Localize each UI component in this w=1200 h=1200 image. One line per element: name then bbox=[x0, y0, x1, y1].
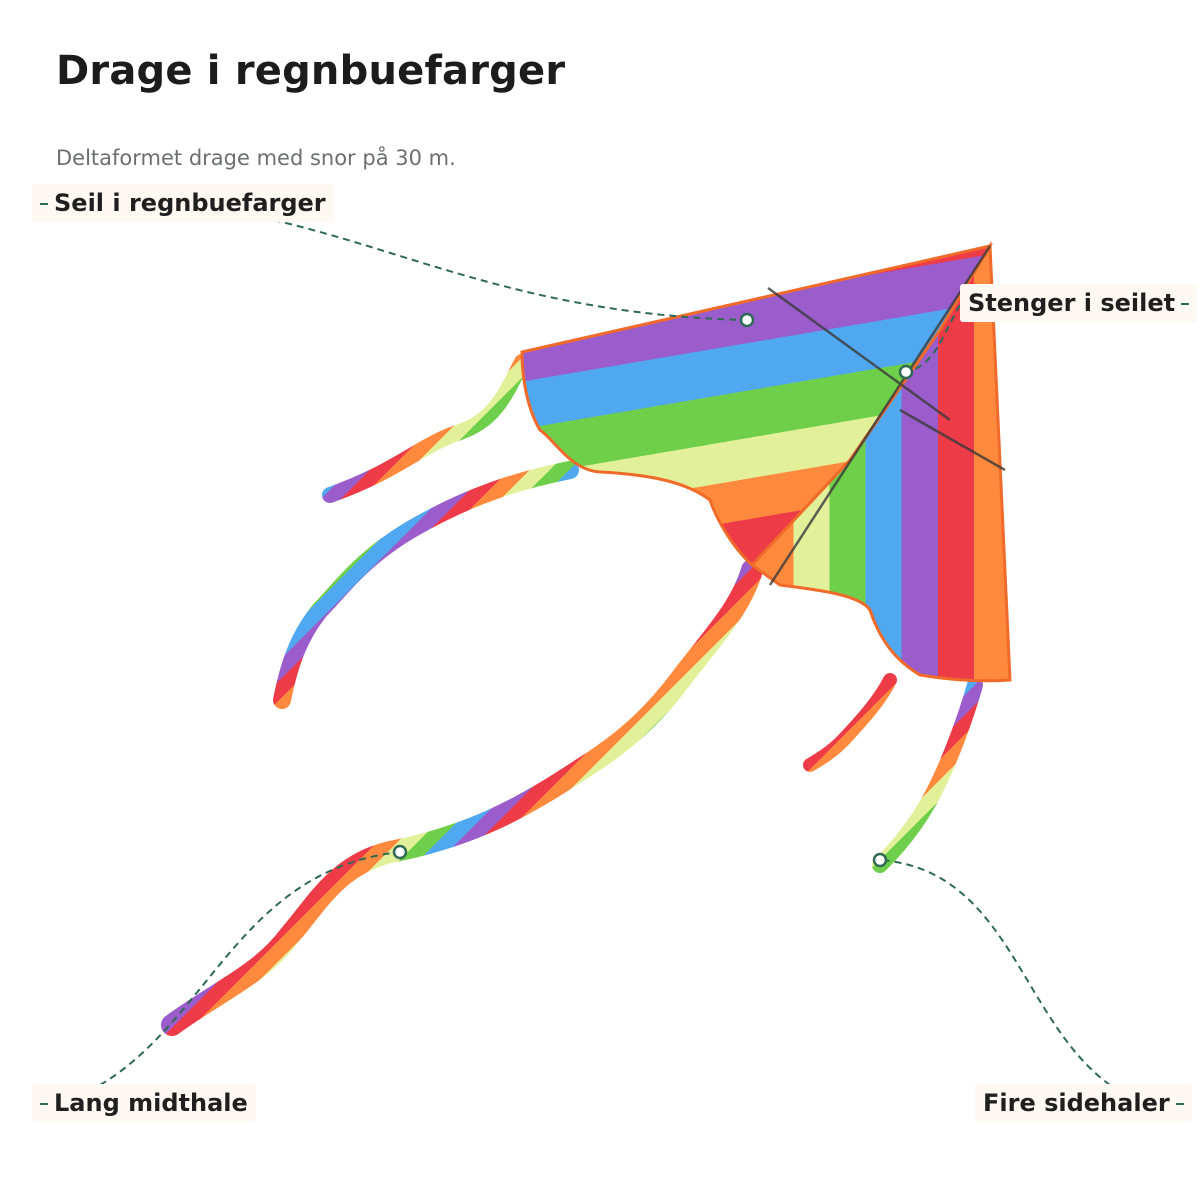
kite-sail bbox=[520, 240, 1012, 683]
leader-line-rods bbox=[905, 304, 961, 373]
callout-side-tails-label: Fire sidehaler bbox=[983, 1089, 1170, 1117]
dash-marker bbox=[1175, 1103, 1184, 1105]
ring-marker-icon bbox=[898, 364, 914, 380]
kite-tails bbox=[161, 354, 983, 1036]
dash-marker bbox=[40, 1103, 48, 1105]
callout-middle-tail: Lang midthale bbox=[32, 1084, 256, 1122]
callout-rods: Stenger i seilet bbox=[960, 284, 1198, 322]
sail-rods bbox=[767, 245, 1006, 586]
side-tail-upper-left bbox=[322, 354, 530, 503]
side-tail-lower-right-outer bbox=[872, 677, 983, 873]
callout-sail: Seil i regnbuefarger bbox=[32, 184, 334, 222]
callout-leader-lines bbox=[99, 214, 1111, 1086]
page-subtitle: Deltaformet drage med snor på 30 m. bbox=[56, 146, 456, 170]
page-title: Drage i regnbuefarger bbox=[56, 48, 566, 94]
leader-line-middle-tail bbox=[99, 851, 401, 1086]
side-tail-lower-right-inner bbox=[803, 673, 897, 772]
anchor-markers bbox=[392, 312, 914, 868]
leader-line-sail bbox=[249, 214, 748, 321]
callout-sail-label: Seil i regnbuefarger bbox=[54, 189, 326, 217]
middle-tail bbox=[161, 559, 763, 1036]
dash-marker bbox=[1181, 303, 1190, 305]
callout-rods-label: Stenger i seilet bbox=[968, 289, 1176, 317]
ring-marker-icon bbox=[872, 852, 888, 868]
dash-marker bbox=[40, 203, 48, 205]
side-tail-lower-left bbox=[273, 461, 579, 709]
sail-right-wing bbox=[749, 240, 1012, 683]
callout-side-tails: Fire sidehaler bbox=[975, 1084, 1192, 1122]
leader-line-side-tails bbox=[879, 859, 1111, 1086]
ring-marker-icon bbox=[392, 844, 408, 860]
ring-marker-icon bbox=[739, 312, 755, 328]
callout-middle-tail-label: Lang midthale bbox=[54, 1089, 248, 1117]
